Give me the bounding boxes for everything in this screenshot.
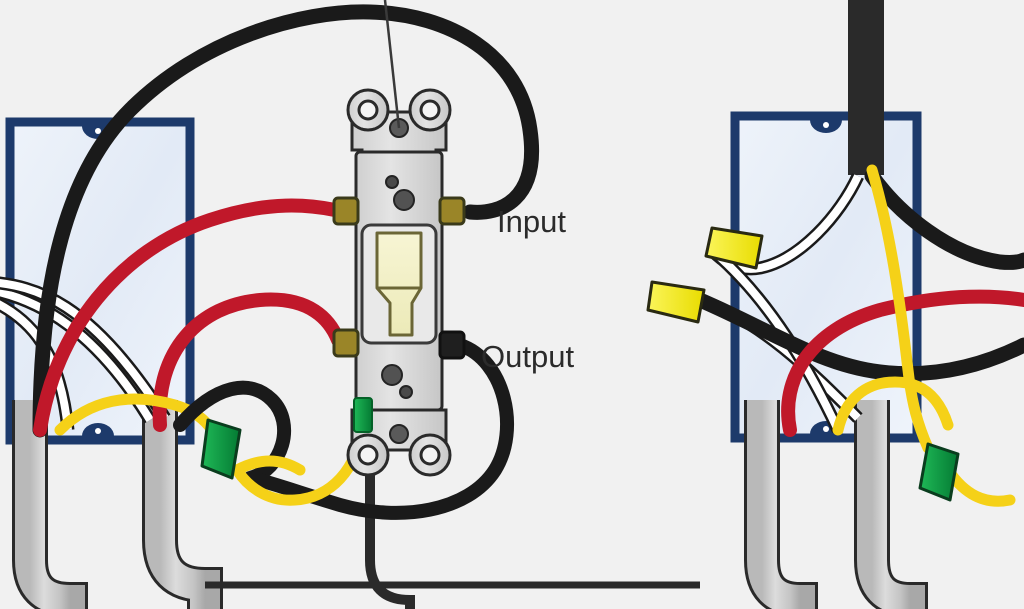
- wire-yellow-right-b: [832, 376, 954, 436]
- wire-nut-green-left[interactable]: [200, 418, 242, 480]
- body-rivet-lower-small: [399, 385, 413, 399]
- strap-line-top: [383, 0, 401, 129]
- terminal-left-upper[interactable]: [332, 196, 360, 226]
- terminal-left-lower[interactable]: [332, 328, 360, 358]
- wire-nut-green-right[interactable]: [918, 442, 960, 502]
- body-rivet-upper-large: [393, 189, 415, 211]
- label-input: Input: [497, 204, 566, 239]
- toggle-lever[interactable]: [375, 231, 423, 337]
- body-rivet-upper-small: [385, 175, 399, 189]
- wire-red-upper: [33, 198, 342, 437]
- wire-black-right-lower: [692, 292, 1024, 382]
- wire-black-output: [245, 338, 515, 520]
- wire-red-right: [781, 289, 1024, 437]
- cable-center-1: [365, 430, 415, 609]
- wire-yellow-left-ground: [54, 393, 218, 436]
- body-rivet-lower-large: [381, 364, 403, 386]
- strap-rivet-bottom: [389, 424, 409, 444]
- wire-red-lower: [152, 292, 345, 432]
- wire-nut-yellow-upper[interactable]: [704, 226, 764, 270]
- wire-yellow-ground-run: [231, 455, 306, 476]
- ground-screw[interactable]: [353, 397, 373, 433]
- toggle-switch[interactable]: [332, 0, 466, 477]
- terminal-right-input[interactable]: [438, 196, 466, 226]
- wire-black-right-top: [864, 168, 1024, 270]
- terminal-right-output[interactable]: [438, 330, 466, 360]
- wire-nut-yellow-lower[interactable]: [646, 280, 706, 324]
- label-output: Output: [481, 339, 574, 374]
- wire-black-main-arc: [32, 4, 539, 438]
- wire-yellow-right-a: [866, 164, 934, 454]
- wires-right-box: [692, 164, 1024, 507]
- cable-sheaths: [12, 0, 928, 609]
- wires-left-box: [0, 4, 539, 485]
